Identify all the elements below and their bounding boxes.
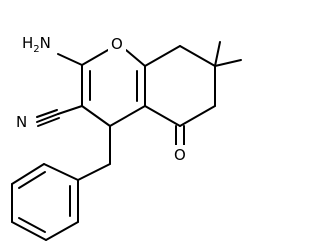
bond-c8a-c8 [144, 45, 181, 67]
bond-ch2-ipso [77, 163, 111, 181]
label-bg-ketone [171, 145, 189, 165]
bond-cn-triple-1 [36, 109, 58, 118]
ring-oxygen-label: O [111, 35, 123, 53]
bond-cn-triple-2 [36, 113, 59, 123]
bond-ph-double-2 [18, 217, 46, 233]
bond-c4-c3 [81, 105, 111, 127]
molecule-canvas: H2N O N O [11, 30, 242, 241]
amine-n: N [40, 34, 51, 52]
bond-o1-c8a [125, 49, 146, 67]
amine-h-count: 2 [33, 44, 39, 55]
bond-c7-methyl-right [214, 59, 242, 67]
molecule-structure: H2N O N O [11, 30, 242, 241]
bond-c3-cn [57, 105, 83, 115]
bond-c4a-c4 [109, 105, 146, 127]
label-bg-amine [20, 30, 58, 52]
amine-h: H [22, 34, 33, 52]
label-bg-ring-oxygen [108, 34, 126, 54]
label-bg-nitrile [14, 112, 32, 132]
bond-ph-double-1 [18, 171, 46, 189]
bond-ph-1 [43, 163, 79, 181]
bond-c6-c5 [179, 105, 216, 127]
bond-c7-methyl-up [214, 41, 221, 67]
amine-label: H2N [22, 34, 51, 55]
bond-c2-n [57, 53, 83, 66]
bond-ph-5 [45, 221, 79, 241]
bond-c2-o1 [81, 49, 109, 66]
bond-ph-4 [11, 221, 47, 241]
ketone-oxygen-label: O [174, 146, 186, 164]
bond-c8-c7 [179, 45, 216, 67]
bond-cn-triple-3 [37, 117, 60, 127]
bond-ph-2 [11, 163, 45, 185]
bond-c5-c4a [144, 105, 181, 127]
nitrile-nitrogen-label: N [16, 113, 27, 131]
